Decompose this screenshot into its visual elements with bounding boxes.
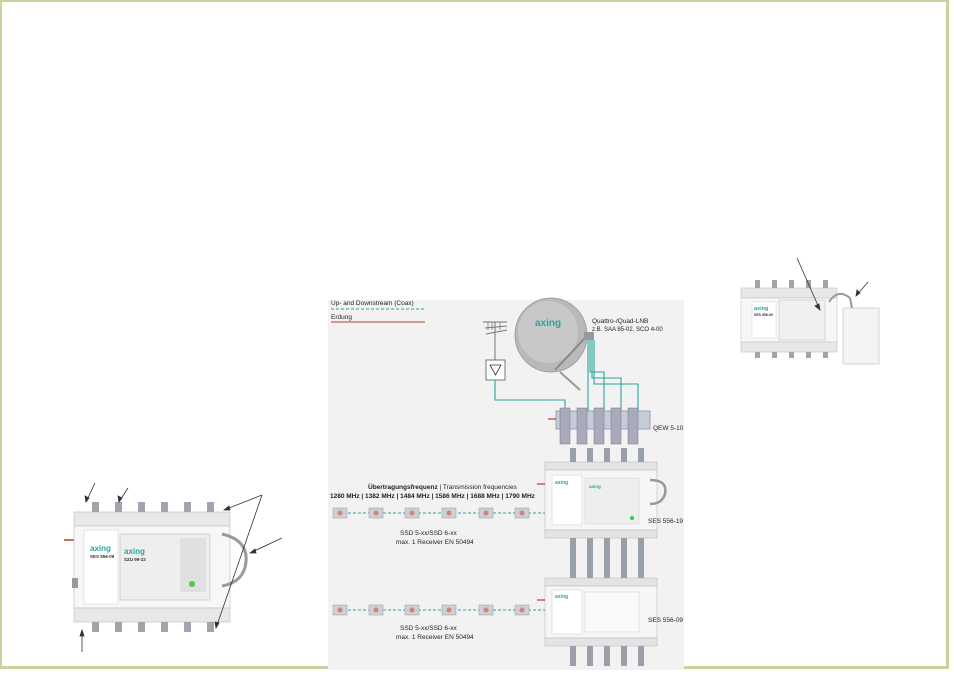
svg-text:axing: axing — [589, 484, 601, 489]
terrestrial-coax — [494, 380, 566, 415]
legend-coax-label: Up- and Downstream (Coax) — [331, 300, 414, 307]
svg-text:axing: axing — [555, 480, 568, 486]
chain-2-sockets — [332, 604, 530, 616]
chain-1-sockets — [332, 507, 530, 519]
product-left-connectors — [92, 502, 214, 632]
product-top-right-brand: axing — [754, 306, 768, 312]
chain-1-receiver: max. 1 Receiver EN 50494 — [396, 539, 474, 546]
product-left-model: SES 556-09 — [90, 554, 115, 559]
multiswitch-top-label: SES 556-19 — [648, 518, 683, 525]
lnb-coax-lines — [587, 340, 639, 415]
multiswitch-bottom-connectors — [570, 568, 644, 666]
svg-text:axing: axing — [555, 594, 568, 600]
multiswitch-top: axing axing — [544, 461, 658, 539]
product-insert-model: SZU 99-22 — [124, 557, 146, 562]
product-insert-brand: axing — [124, 547, 145, 556]
product-left-brand: axing — [90, 544, 111, 553]
multiswitch-top-connectors — [570, 448, 644, 568]
frequency-heading: Übertragungsfrequenz | Transmission freq… — [368, 482, 517, 491]
product-top-right-connectors — [755, 280, 828, 358]
multiswitch-bottom-label: SES 556-09 — [648, 617, 683, 624]
lnb-title: Quattro-/Quad-LNB — [592, 318, 648, 325]
lnb-models: z.B. SAA 85-02, SCO 4-00 — [592, 327, 663, 333]
product-left-bridge-cable — [221, 532, 248, 588]
satellite-dish — [514, 297, 594, 391]
product-top-right — [740, 287, 880, 365]
qew-label: QEW 5-10 — [653, 425, 684, 432]
chain-2-ssd: SSD 5-xx/SSD 6-xx — [400, 625, 457, 632]
product-left — [64, 511, 231, 623]
top-bridge-cable — [649, 478, 667, 506]
qew-grounding-block — [555, 407, 651, 445]
amplifier-icon — [489, 364, 502, 376]
chain-1-ssd: SSD 5-xx/SSD 6-xx — [400, 530, 457, 537]
product-top-right-model: SES 556-09 — [754, 313, 773, 317]
chain-2-receiver: max. 1 Receiver EN 50494 — [396, 634, 474, 641]
lnb-brand-logo: axing — [535, 318, 561, 329]
multiswitch-bottom: axing — [544, 577, 658, 647]
product-top-right-callouts — [796, 257, 869, 311]
frequency-list: 1280 MHz | 1382 MHz | 1484 MHz | 1586 MH… — [330, 493, 536, 500]
product-left-callouts — [79, 482, 283, 652]
legend-earth-label: Erdung — [331, 314, 352, 321]
amplifier-box — [485, 359, 506, 381]
terrestrial-antenna — [483, 321, 508, 360]
